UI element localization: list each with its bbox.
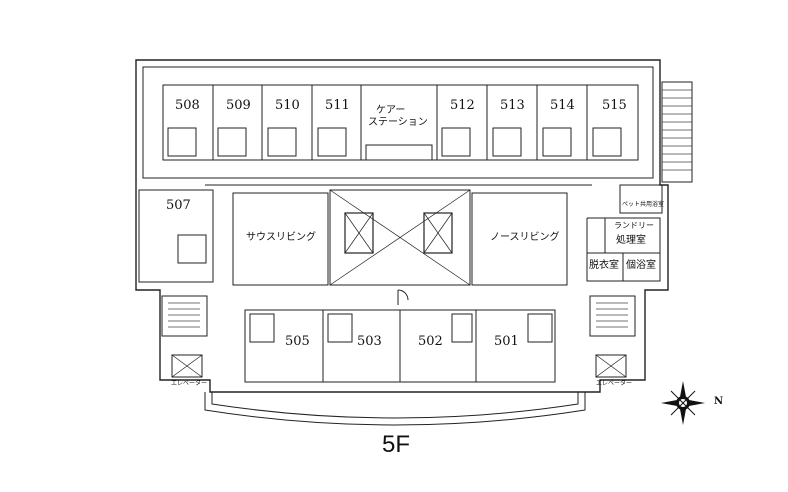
floor-label: 5F [382,431,411,458]
south-living-label: サウスリビング [246,232,316,243]
room-507: 507 [166,198,191,213]
elevator-right-label: エレベーター [596,380,633,387]
north-living-label: ノースリビング [490,232,560,243]
room-508: 508 [175,98,200,113]
exterior-stair [661,81,693,183]
laundry-label: ランドリー [614,221,654,230]
compass-icon [661,381,705,425]
room-509: 509 [226,98,251,113]
outer-wall [135,59,669,393]
care-station-label-2: ステーション [368,117,428,128]
inner-wall [142,66,654,179]
private-bath-label: 個浴室 [626,260,656,271]
room-502: 502 [418,334,443,349]
changing-room-label: 脱衣室 [589,260,619,271]
care-station-label-1: ケアー [376,105,406,116]
room-511: 511 [325,98,350,113]
room-510: 510 [275,98,300,113]
balcony [204,392,586,426]
room-505: 505 [285,334,310,349]
north-living-area [471,192,568,286]
room-515: 515 [602,98,627,113]
disposal-room-label: 処理室 [616,235,646,246]
room-501: 501 [494,334,519,349]
room-512: 512 [450,98,475,113]
room-503: 503 [357,334,382,349]
pet-bath-label: ペット共用浴室 [622,201,665,208]
elevator-left-label: エレベーター [171,380,208,387]
elevator-core [329,189,471,286]
north-label: N [714,396,724,407]
room-513: 513 [500,98,525,113]
south-living-area [232,192,329,286]
room-514: 514 [550,98,575,113]
